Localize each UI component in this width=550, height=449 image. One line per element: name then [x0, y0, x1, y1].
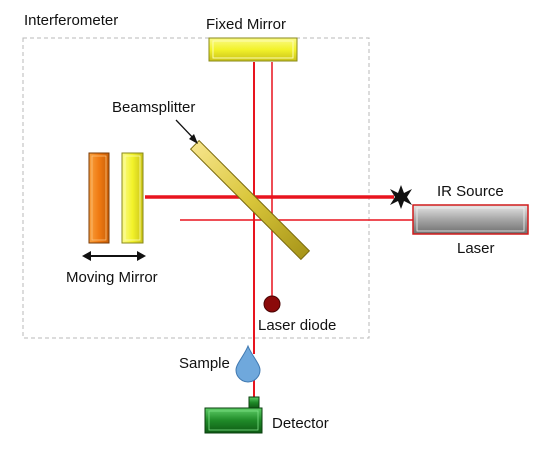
moving-mirror: [121, 152, 144, 244]
detector-label: Detector: [272, 415, 329, 432]
detector: [204, 396, 263, 434]
ir-source-label: IR Source: [437, 183, 504, 200]
double-headed-arrow-icon: [82, 251, 146, 261]
moving-mirror-back: [88, 152, 110, 244]
laser-diode-dot: [263, 295, 281, 313]
fixed-mirror: [208, 37, 298, 62]
beamsplitter: [189, 139, 311, 261]
fixed-mirror-label: Fixed Mirror: [206, 16, 286, 33]
laser-diode-label: Laser diode: [258, 317, 336, 334]
beamsplitter-label: Beamsplitter: [112, 99, 195, 116]
pointer-arrow-icon: [175, 119, 198, 144]
laser-tube: [412, 204, 529, 235]
interferometer-label: Interferometer: [24, 12, 118, 29]
starburst-icon: [390, 185, 412, 209]
interferometer-box: [22, 37, 370, 339]
laser-label: Laser: [457, 240, 495, 257]
moving-mirror-label: Moving Mirror: [66, 269, 158, 286]
sample-label: Sample: [179, 355, 230, 372]
droplet-icon: [235, 344, 261, 383]
